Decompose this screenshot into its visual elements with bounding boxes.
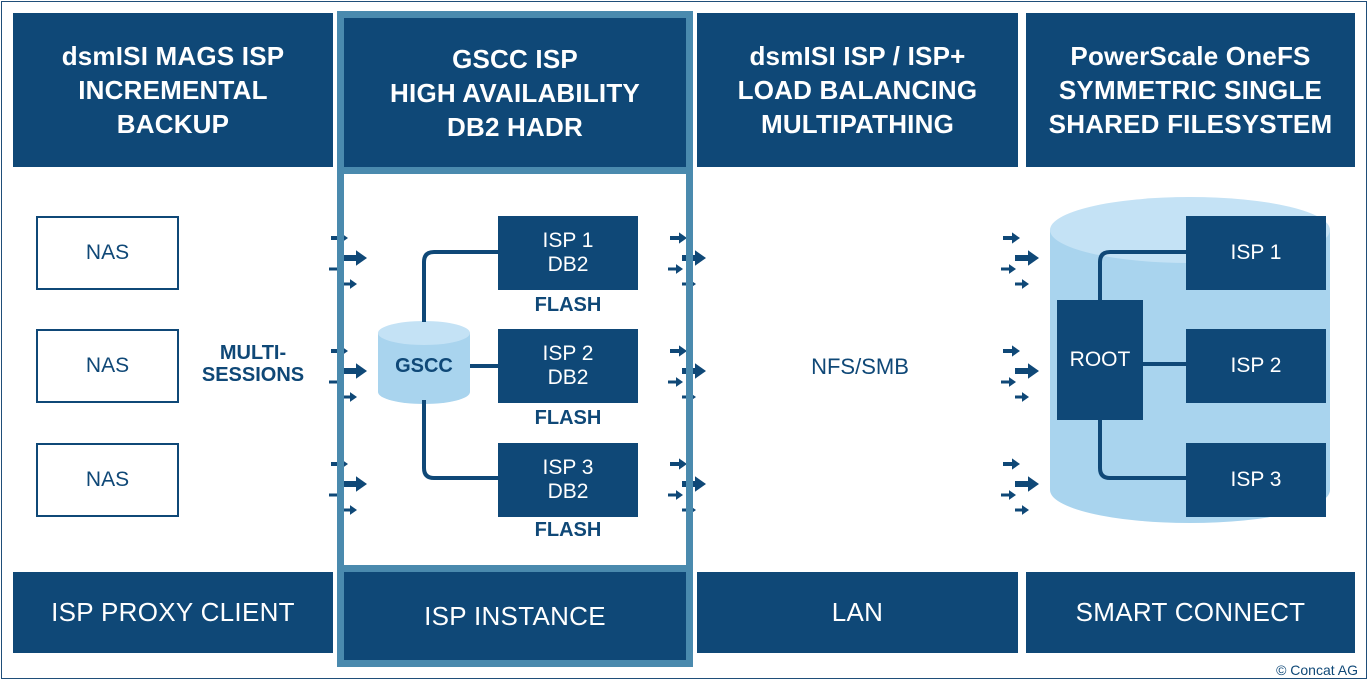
header-powerscale-text: PowerScale OneFS SYMMETRIC SINGLE SHARED… [1048,41,1333,139]
flow-arrow-small-5-b [668,377,683,387]
multisessions-label: MULTI- SESSIONS [201,342,305,386]
gscc-highlight-divider-bottom [337,565,693,572]
flow-arrow-large-3 [343,476,367,492]
flow-arrow-large-2 [343,363,367,379]
flow-arrow-large-5 [682,363,706,379]
flow-arrow-large-4 [682,250,706,266]
flow-arrow-small-9-b [1001,490,1016,500]
header-lan: dsmISI ISP / ISP+ LOAD BALANCING MULTIPA… [697,13,1018,167]
flow-arrow-small-9-a [1003,458,1020,470]
gscc-cylinder [378,321,470,404]
header-powerscale: PowerScale OneFS SYMMETRIC SINGLE SHARED… [1026,13,1355,167]
header-lan-text: dsmISI ISP / ISP+ LOAD BALANCING MULTIPA… [737,41,978,139]
footer-smart-connect-text: SMART CONNECT [1075,597,1306,627]
footer-smart-connect: SMART CONNECT [1026,572,1355,653]
header-isp-proxy: dsmISI MAGS ISP INCREMENTAL BACKUP [13,13,333,167]
gscc-highlight-divider-top [337,167,693,174]
root-connections [1098,250,1186,480]
flow-arrow-large-8 [1015,363,1039,379]
header-isp-proxy-text: dsmISI MAGS ISP INCREMENTAL BACKUP [61,41,285,139]
filesystem-isp-node-2: ISP 2 [1186,329,1326,403]
footer-lan-text: LAN [831,597,884,627]
flow-arrow-small-3-c [343,505,357,515]
flow-arrow-small-4-b [668,264,683,274]
flow-arrow-large-1 [343,250,367,266]
footer-isp-proxy-client-text: ISP PROXY CLIENT [51,597,295,627]
protocol-label: NFS/SMB [811,354,909,379]
footer-isp-proxy-client: ISP PROXY CLIENT [13,572,333,653]
isp-db2-instance-2: ISP 2 DB2 [498,329,638,403]
root-node: ROOT [1057,300,1143,420]
flow-arrow-small-4-a [670,232,687,244]
header-gscc: GSCC ISP HIGH AVAILABILITY DB2 HADR [344,18,686,167]
flash-label-3: FLASH [534,519,602,541]
flow-arrow-large-7 [1015,250,1039,266]
flow-arrow-small-8-a [1003,345,1020,357]
flash-label-2: FLASH [534,407,602,429]
flow-arrow-small-2-c [343,392,357,402]
nas-node-1: NAS [36,216,179,290]
footer-isp-instance-text: ISP INSTANCE [424,600,606,631]
flow-arrow-small-8-b [1001,377,1016,387]
flow-arrow-small-1-c [343,279,357,289]
flow-arrow-small-6-a [670,458,687,470]
flash-label-1: FLASH [534,294,602,316]
gscc-connections [422,250,498,480]
gscc-label: GSCC [395,355,453,377]
footer-isp-instance: ISP INSTANCE [344,572,686,660]
copyright-notice: © Concat AG [1276,662,1358,678]
flow-arrow-small-7-a [1003,232,1020,244]
isp-db2-instance-1: ISP 1 DB2 [498,216,638,290]
isp-db2-instance-3: ISP 3 DB2 [498,443,638,517]
flow-arrow-small-7-c [1015,279,1029,289]
flow-arrow-small-9-c [1015,505,1029,515]
nas-node-2: NAS [36,329,179,403]
footer-lan: LAN [697,572,1018,653]
flow-arrow-small-8-c [1015,392,1029,402]
flow-arrow-small-7-b [1001,264,1016,274]
filesystem-isp-node-1: ISP 1 [1186,216,1326,290]
flow-arrow-small-6-b [668,490,683,500]
nas-node-3: NAS [36,443,179,517]
header-gscc-text: GSCC ISP HIGH AVAILABILITY DB2 HADR [390,43,640,142]
flow-arrow-large-9 [1015,476,1039,492]
filesystem-isp-node-3: ISP 3 [1186,443,1326,517]
gscc-highlight-frame [337,11,693,667]
flow-arrow-large-6 [682,476,706,492]
flow-arrow-small-5-a [670,345,687,357]
